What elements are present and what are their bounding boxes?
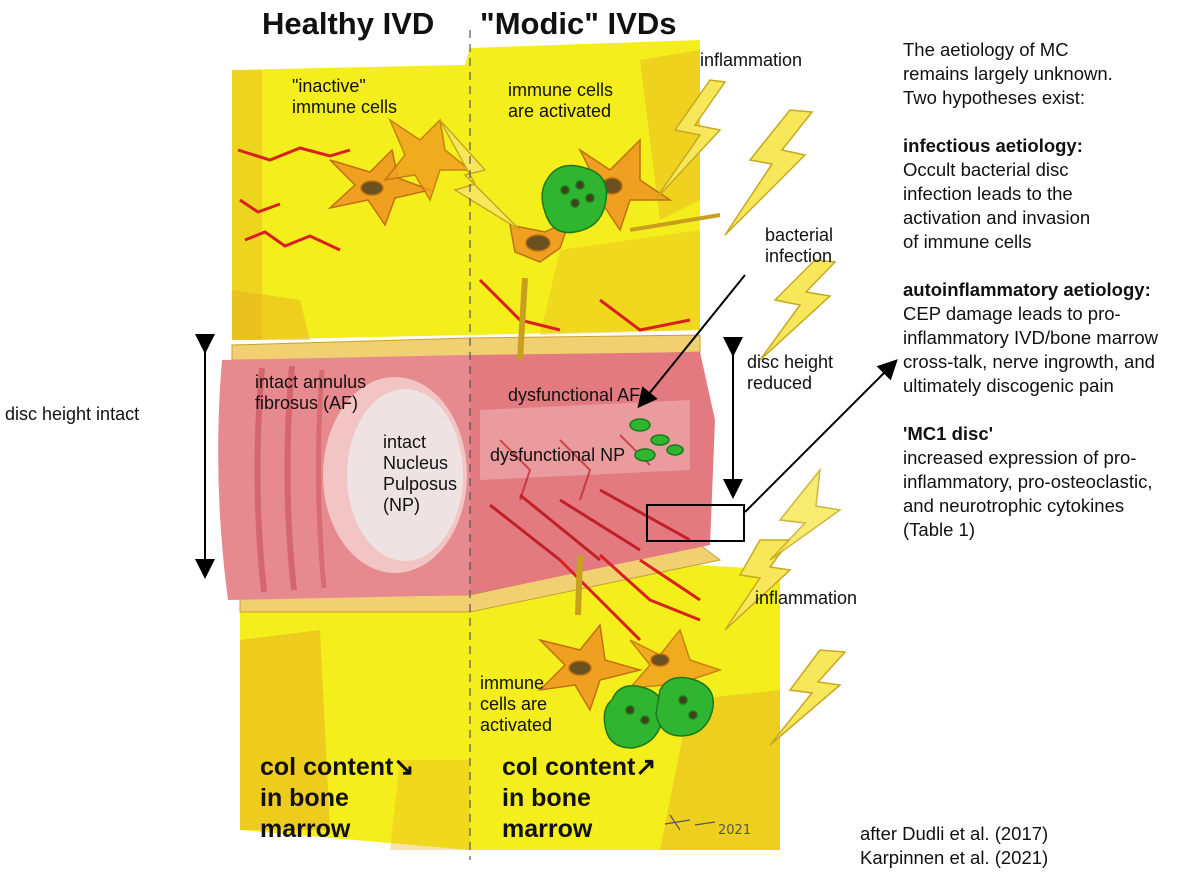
inflammation-lightning	[439, 79, 847, 746]
label-disc-height-reduced: disc height reduced	[747, 352, 834, 393]
annotation-arrows	[195, 274, 898, 579]
sidebar-text: The aetiology of MC remains largely unkn…	[903, 38, 1193, 542]
label-bacterial-infection: bacterial infection	[765, 225, 834, 266]
sidebar-autoinflammatory: autoinflammatory aetiology: CEP damage l…	[903, 279, 1158, 396]
sidebar-intro: The aetiology of MC remains largely unkn…	[903, 39, 1113, 108]
healthy-disc	[218, 355, 470, 600]
artist-signature: 2021	[664, 814, 751, 838]
svg-text:2021: 2021	[718, 823, 751, 838]
activated-green-cells	[541, 164, 714, 749]
label-col-content-modic: col content↗ in bone marrow	[502, 753, 657, 843]
label-intact-annulus-fibrosus: intact annulus fibrosus (AF)	[255, 372, 367, 413]
label-col-content-healthy: col content↘ in bone marrow	[260, 753, 415, 843]
crosstalk-arrows	[517, 213, 721, 616]
label-immune-cells-activated-top: immune cells are activated	[508, 80, 614, 121]
sidebar-mc1-disc: 'MC1 disc' increased expression of pro- …	[903, 423, 1153, 540]
title-modic-ivds: "Modic" IVDs	[480, 6, 677, 41]
label-inflammation-bottom: inflammation	[755, 588, 858, 608]
label-dysfunctional-np: dysfunctional NP	[490, 445, 626, 465]
label-inactive-immune-cells: "inactive" immune cells	[292, 76, 398, 117]
immune-cells	[327, 117, 723, 712]
label-disc-height-intact: disc height intact	[5, 404, 140, 424]
citation: after Dudli et al. (2017) Karpinnen et a…	[860, 823, 1049, 868]
label-dysfunctional-af: dysfunctional AF	[508, 385, 641, 405]
lower-bone-marrow	[240, 565, 780, 850]
mc1-disc-inset-box	[646, 504, 745, 542]
label-intact-nucleus-pulposus: intact Nucleus Pulposus (NP)	[383, 432, 458, 515]
label-immune-cells-activated-bottom: immune cells are activated	[480, 673, 553, 735]
label-inflammation-top: inflammation	[700, 50, 803, 70]
title-healthy-ivd: Healthy IVD	[262, 6, 435, 41]
sidebar-infectious: infectious aetiology: Occult bacterial d…	[903, 135, 1091, 252]
